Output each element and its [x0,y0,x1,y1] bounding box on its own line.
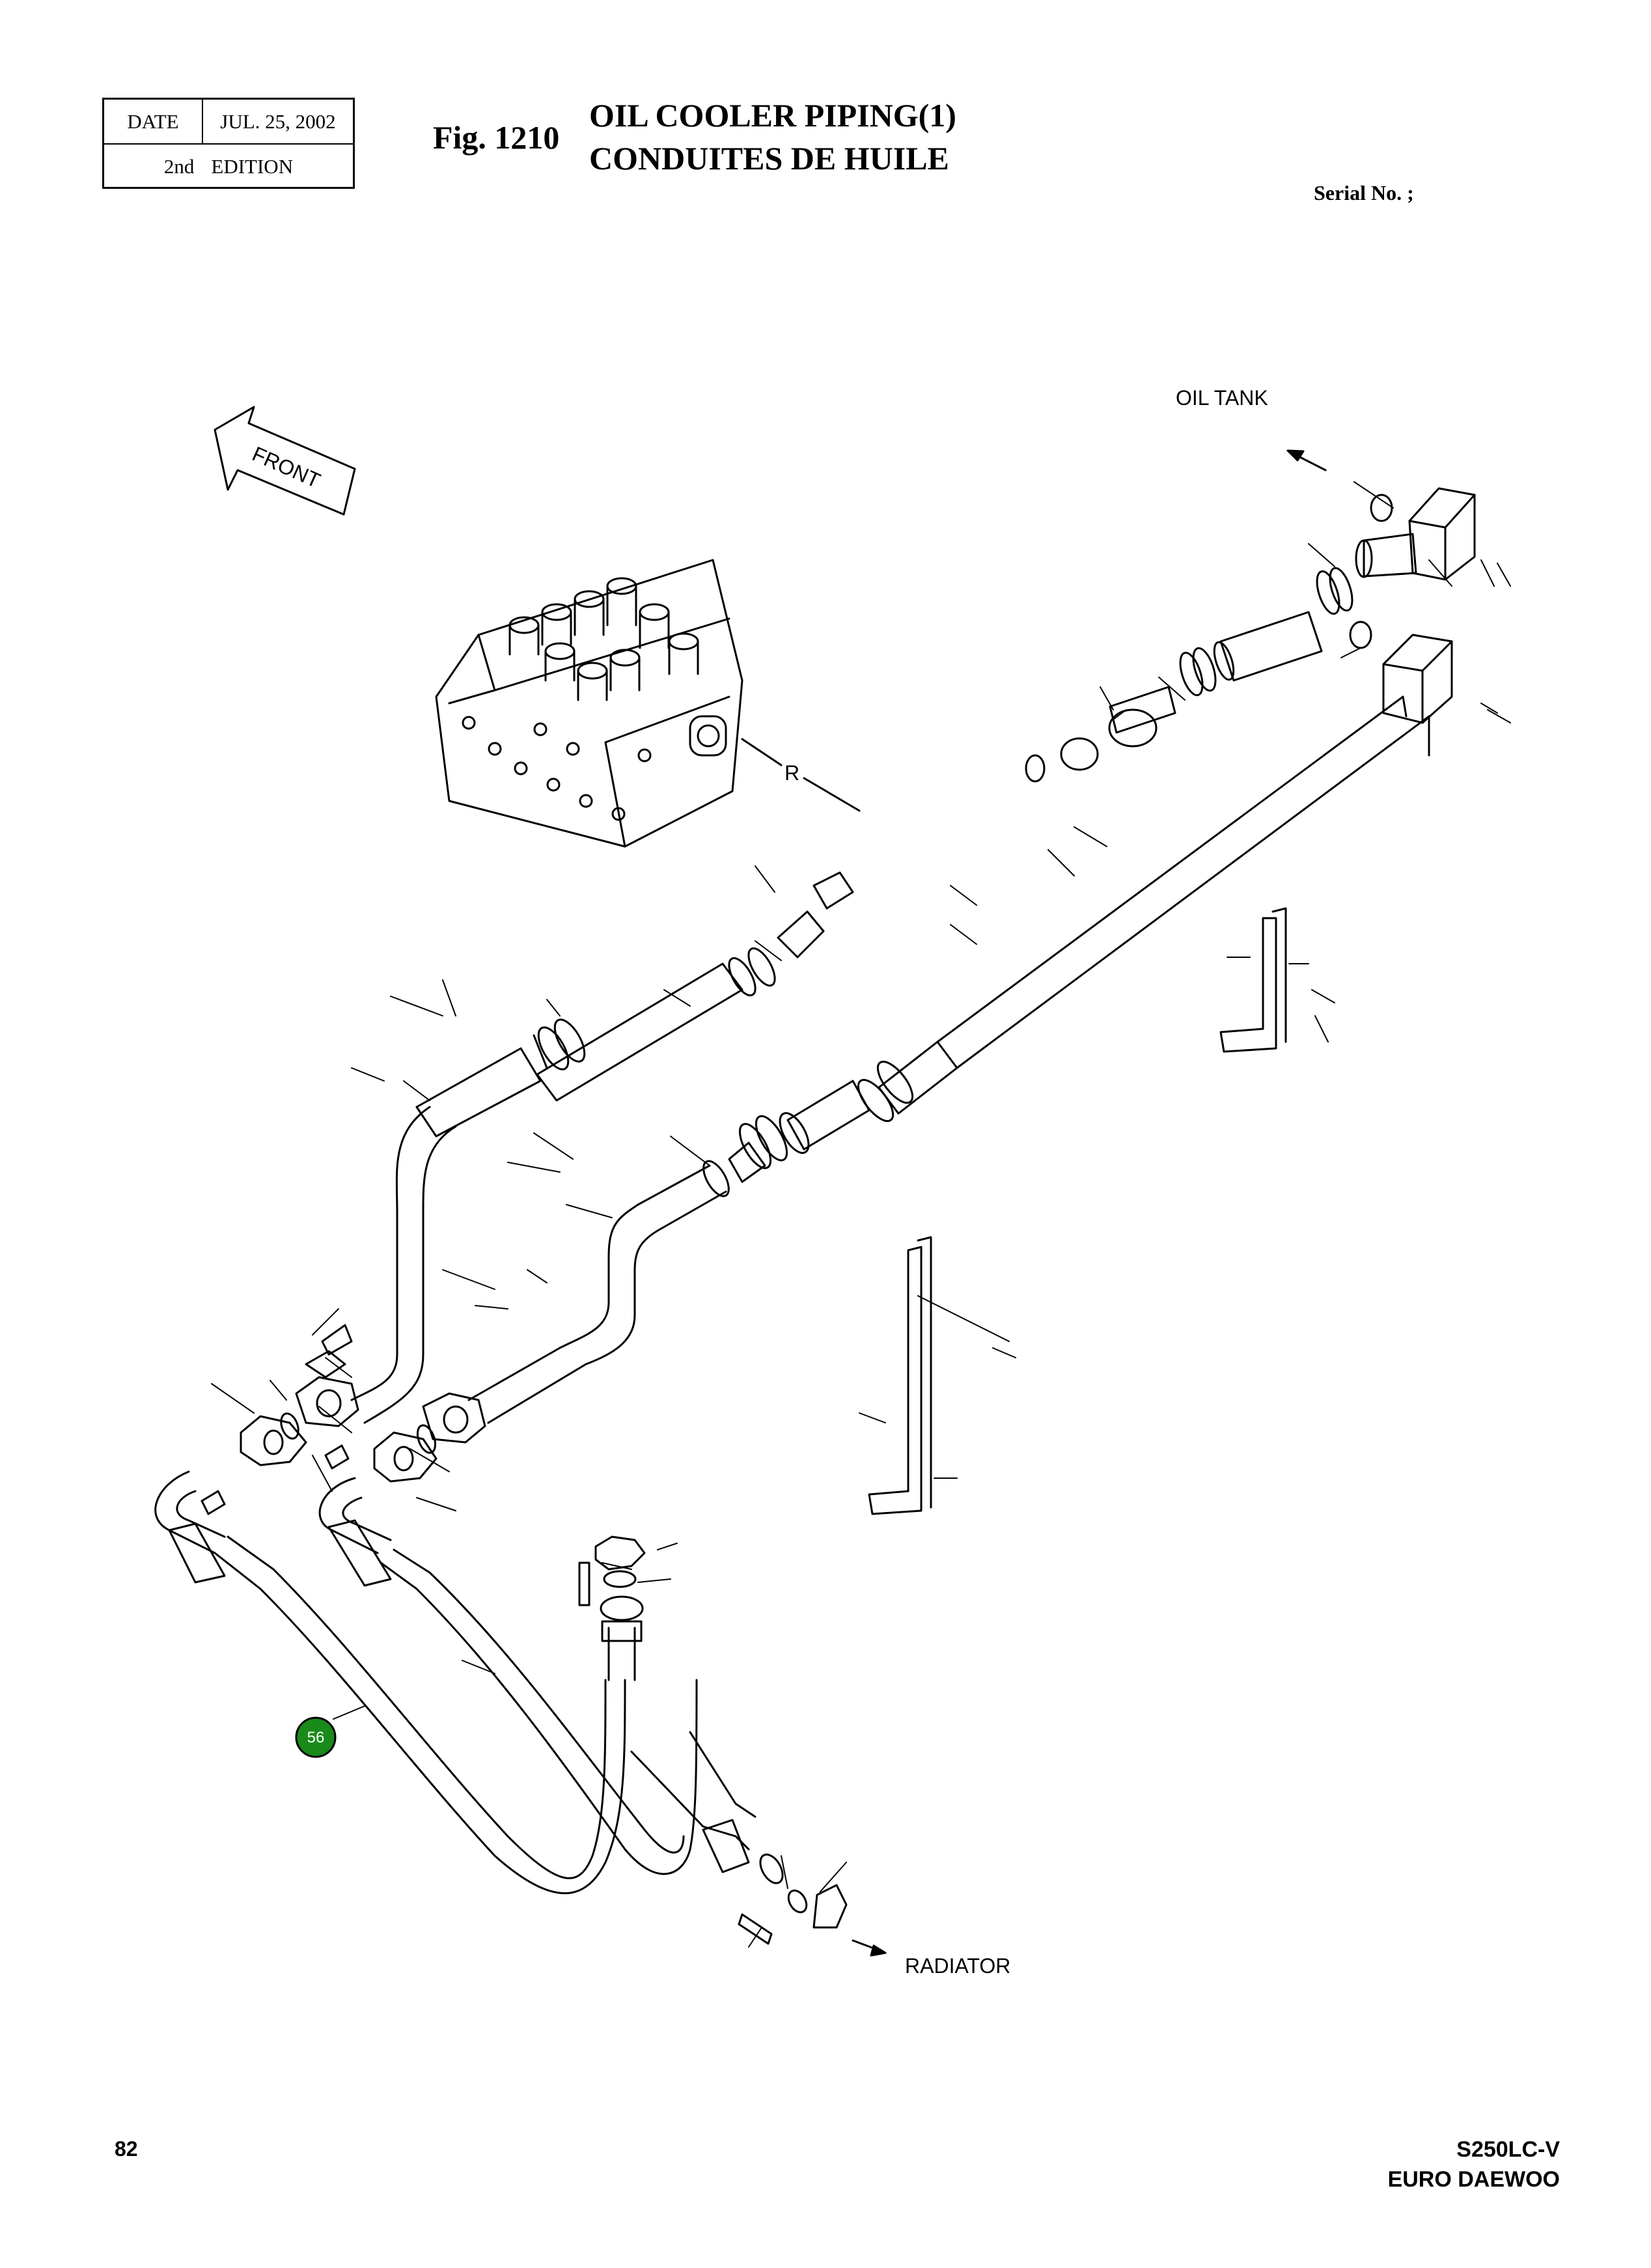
radiator-arrow [852,1939,887,1957]
date-edition-box: DATE JUL. 25, 2002 2nd EDITION [102,98,355,189]
front-label: FRONT [249,442,324,493]
date-label: DATE [104,100,203,143]
r-label: R [784,761,799,785]
callout-56[interactable]: 56 [295,1705,365,1758]
date-value: JUL. 25, 2002 [220,109,336,133]
front-arrow: FRONT [214,406,356,516]
upper-return-line [1025,567,1353,783]
page-number: 82 [115,2137,138,2161]
lower-middle-pipe [467,1141,766,1424]
hose-right [318,1477,698,1875]
model-name: S250LC-V [1456,2137,1560,2162]
callout-number: 56 [307,1729,325,1746]
upper-left-pipe [350,871,854,1424]
flange-middle-lower [201,1392,486,1515]
serial-number: Serial No. ; [1314,181,1414,204]
leader-lines [211,481,1511,1948]
edition-label: EDITION [211,155,294,178]
figure-title-english: OIL COOLER PIPING(1) [589,97,956,133]
oil-tank-arrow [1286,449,1327,471]
middle-long-pipe [738,695,1430,1169]
support-bracket-middle [868,1236,932,1515]
oil-tank-block-lower [1349,621,1453,724]
maker-name: EURO DAEWOO [1387,2167,1560,2192]
radiator-label: RADIATOR [905,1954,1010,1978]
edition-row: 2nd EDITION [104,145,353,189]
radiator-hose [578,1535,848,1945]
control-valve [435,559,743,848]
figure-number: Fig. 1210 [433,119,560,156]
figure-title-french: CONDUITES DE HUILE [589,140,949,176]
flange-left-lower [240,1324,359,1466]
edition-number: 2nd [163,155,195,178]
oil-tank-label: OIL TANK [1176,386,1268,410]
hose-left [154,1470,626,1894]
oil-tank-block-upper [1355,487,1476,581]
support-bracket-right [1219,907,1287,1053]
date-row: DATE JUL. 25, 2002 [104,100,353,145]
